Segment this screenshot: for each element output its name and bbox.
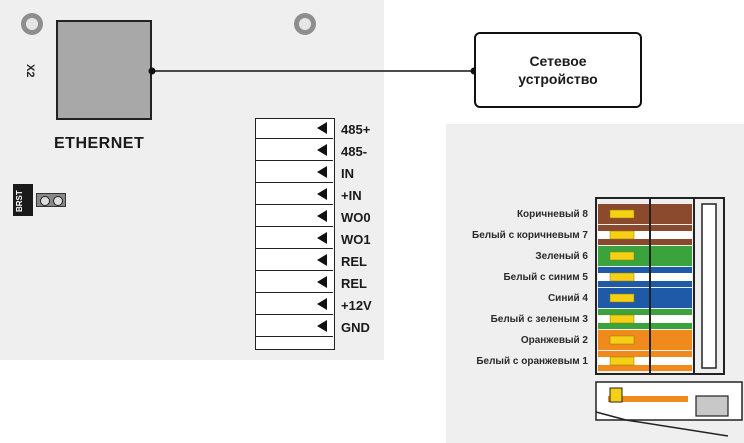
arrow-icon	[317, 166, 327, 178]
terminal-12v	[256, 295, 333, 315]
connector-latch-slot	[701, 203, 717, 369]
terminal-rel-1	[256, 251, 333, 271]
wire-contact-5	[609, 272, 635, 282]
terminal-label: GND	[341, 320, 370, 335]
connector-contact-strip	[608, 396, 688, 402]
connector-body	[595, 197, 725, 375]
connector-pin-clip	[609, 387, 623, 403]
wire-band-4	[598, 288, 692, 308]
wire-contact-1	[609, 356, 635, 366]
terminal-label: WO0	[341, 210, 371, 225]
terminal-485-minus	[256, 141, 333, 161]
mounting-hole-right	[294, 13, 316, 35]
connector-latch-line-2	[595, 411, 627, 421]
wire-label-1: Белый с оранжевым 1	[476, 356, 588, 367]
terminal-label: +12V	[341, 298, 372, 313]
connector-latch	[695, 395, 729, 417]
terminal-plus-in	[256, 185, 333, 205]
ethernet-port	[56, 20, 152, 120]
terminal-label: IN	[341, 166, 354, 181]
terminal-in	[256, 163, 333, 183]
arrow-icon	[317, 298, 327, 310]
arrow-icon	[317, 210, 327, 222]
terminal-label: REL	[341, 276, 367, 291]
arrow-icon	[317, 144, 327, 156]
terminal-485-plus	[256, 119, 333, 139]
wire-white-stripe-5	[598, 273, 692, 281]
terminal-label: 485+	[341, 122, 371, 137]
rj45-pinout-panel: Коричневый 8 Белый с коричневым 7 Зелены…	[446, 124, 744, 443]
device-label-line1: Сетевое	[529, 53, 587, 69]
terminal-label: REL	[341, 254, 367, 269]
wire-white-stripe-3	[598, 315, 692, 323]
wire-contact-6	[609, 251, 635, 261]
wire-label-2: Оранжевый 2	[520, 335, 588, 346]
device-label-line2: устройство	[518, 71, 598, 87]
rj45-connector-drawing	[595, 197, 743, 437]
mounting-hole-left	[21, 13, 43, 35]
arrow-icon	[317, 276, 327, 288]
wire-band-6	[598, 246, 692, 266]
wire-contact-7	[609, 230, 635, 240]
wire-contact-3	[609, 314, 635, 324]
wire-label-7: Белый с коричневым 7	[472, 230, 588, 241]
terminal-label: 485-	[341, 144, 368, 159]
wire-band-2	[598, 330, 692, 350]
reset-jumper	[36, 193, 66, 207]
wire-contact-8	[609, 209, 635, 219]
terminal-label: +IN	[341, 188, 362, 203]
arrow-icon	[317, 232, 327, 244]
wire-label-5: Белый с синим 5	[503, 272, 588, 283]
wire-white-stripe-7	[598, 231, 692, 239]
network-device-box: Сетевое устройство	[474, 32, 642, 108]
connection-dot-start	[148, 67, 156, 75]
wire-label-4: Синий 4	[547, 293, 588, 304]
terminal-gnd	[256, 317, 333, 337]
terminal-wo0	[256, 207, 333, 227]
arrow-icon	[317, 188, 327, 200]
ethernet-label: ETHERNET	[54, 135, 145, 152]
connector-latch-line	[625, 419, 729, 437]
wire-contact-4	[609, 293, 635, 303]
arrow-icon	[317, 320, 327, 332]
arrow-icon	[317, 254, 327, 266]
terminal-label: WO1	[341, 232, 371, 247]
terminal-block	[255, 118, 335, 350]
terminal-wo1	[256, 229, 333, 249]
wire-label-3: Белый с зеленым 3	[490, 314, 588, 325]
wire-stripes	[598, 204, 692, 371]
terminal-rel-2	[256, 273, 333, 293]
wire-contact-2	[609, 335, 635, 345]
controller-board: X2 ETHERNET BRST 485+ 485- IN +IN WO0 WO…	[0, 0, 384, 360]
arrow-icon	[317, 122, 327, 134]
reset-marker: BRST	[13, 184, 33, 216]
wire-white-stripe-1	[598, 357, 692, 365]
wire-label-8: Коричневый 8	[516, 209, 588, 220]
wire-label-6: Зеленый 6	[535, 251, 588, 262]
wire-band-8	[598, 204, 692, 224]
